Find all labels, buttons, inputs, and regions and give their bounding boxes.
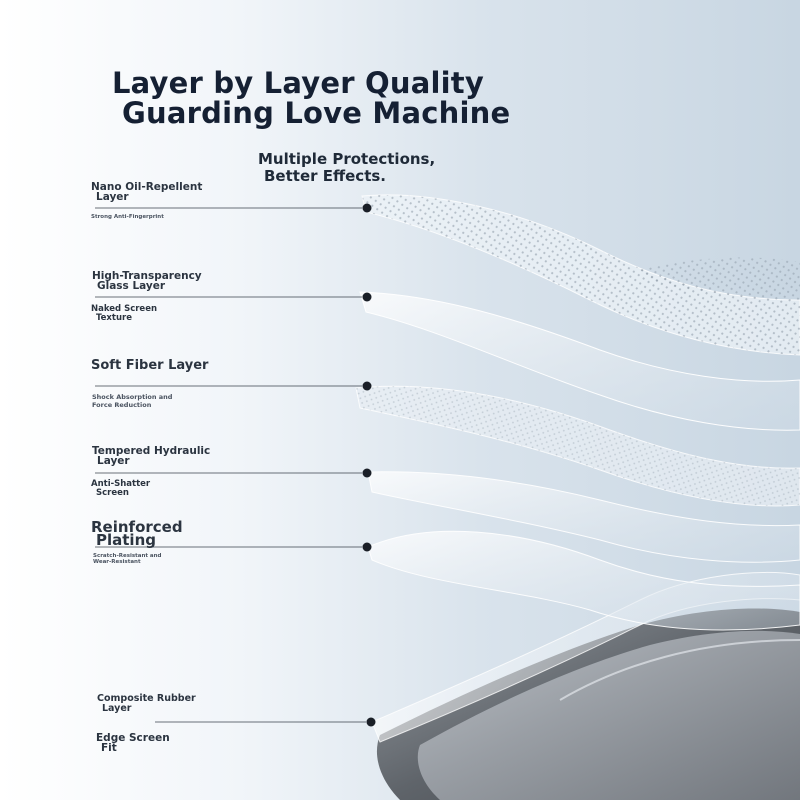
layer-5-name: Reinforced Plating — [91, 518, 183, 549]
layer-4-desc: Anti-Shatter Screen — [91, 479, 151, 498]
title-line-2: Guarding Love Machine — [122, 96, 511, 130]
layer-4-name: Tempered Hydraulic Layer — [92, 445, 211, 467]
layer-marker-3 — [362, 381, 372, 391]
layer-2-name: High-Transparency Glass Layer — [92, 270, 202, 292]
layer-2-desc: Naked Screen Texture — [91, 304, 158, 323]
layer-marker-4 — [362, 468, 372, 478]
subtitle-line-2: Better Effects. — [264, 167, 386, 185]
layer-3-name: Soft Fiber Layer — [91, 358, 209, 373]
phone-device-shape — [376, 608, 800, 800]
layer-marker-5 — [362, 542, 372, 552]
layer-1-desc: Strong Anti-Fingerprint — [91, 214, 164, 220]
layer-3-desc: Shock Absorption and Force Reduction — [92, 393, 173, 409]
layer-5-desc: Scratch-Resistant and Wear-Resistant — [93, 553, 162, 565]
subtitle-line-1: Multiple Protections, — [258, 150, 436, 168]
layer-marker-1 — [362, 203, 372, 213]
layer-6-desc: Edge Screen Fit — [96, 732, 170, 754]
layer-6-name: Composite Rubber Layer — [97, 693, 196, 714]
page-title: Layer by Layer Quality Guarding Love Mac… — [112, 68, 510, 128]
page-subtitle: Multiple Protections, Better Effects. — [258, 151, 435, 185]
title-line-1: Layer by Layer Quality — [112, 66, 484, 100]
layer-marker-2 — [362, 292, 372, 302]
layer-marker-6 — [366, 717, 376, 727]
layer-1-name: Nano Oil-Repellent Layer — [91, 181, 203, 203]
